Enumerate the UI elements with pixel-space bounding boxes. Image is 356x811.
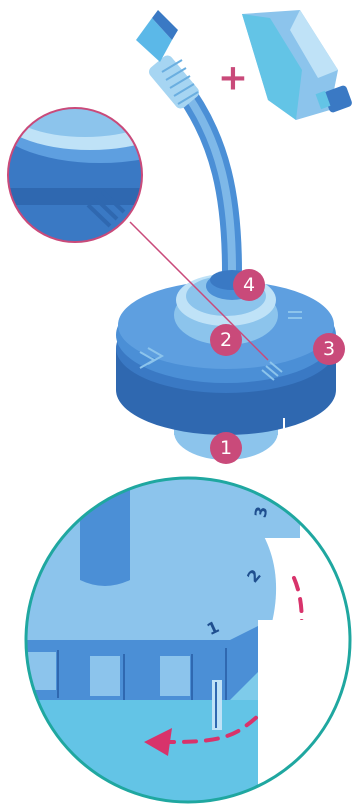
badge-3: 3 bbox=[313, 333, 345, 365]
svg-text:3: 3 bbox=[323, 338, 335, 360]
svg-text:4: 4 bbox=[243, 274, 255, 296]
svg-text:2: 2 bbox=[220, 329, 232, 351]
tube-assembly bbox=[136, 10, 242, 282]
rotate-arrow-icon bbox=[158, 576, 304, 744]
plus-sign: + bbox=[218, 58, 248, 99]
reservoir-bag-icon bbox=[242, 10, 352, 120]
dial-zoom-circle: 1 2 3 bbox=[24, 476, 352, 804]
badge-4: 4 bbox=[233, 269, 265, 301]
dial-number-3: 3 bbox=[251, 505, 272, 519]
svg-text:1: 1 bbox=[220, 437, 232, 459]
corrugated-tube bbox=[149, 55, 199, 109]
tube-connector-icon bbox=[136, 10, 178, 62]
badge-1: 1 bbox=[210, 432, 242, 464]
zoom-pointer-line bbox=[129, 221, 269, 361]
badge-2: 2 bbox=[210, 324, 242, 356]
device-body bbox=[116, 270, 336, 460]
